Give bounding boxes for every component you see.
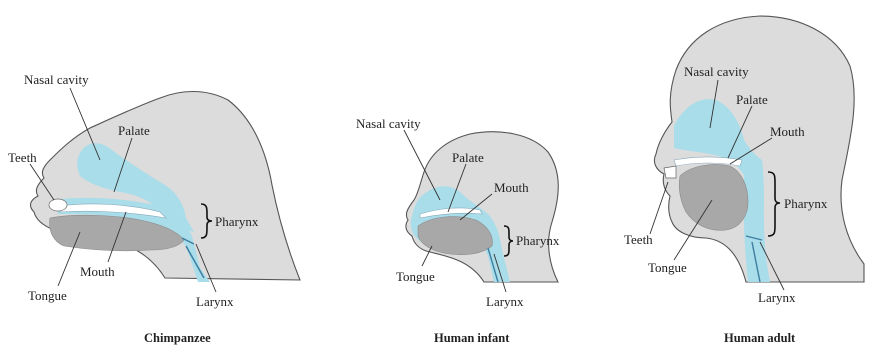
chimpanzee-label-nasal-cavity: Nasal cavity [24, 72, 89, 87]
human-adult-label-palate: Palate [736, 92, 768, 107]
chimpanzee-label-mouth: Mouth [80, 264, 115, 279]
human-adult-teeth-leader [650, 182, 668, 234]
human-infant-label-palate: Palate [452, 150, 484, 165]
chimpanzee-caption: Chimpanzee [144, 331, 211, 345]
human-adult-label-nasal-cavity: Nasal cavity [684, 64, 749, 79]
chimpanzee-teeth-icon [49, 199, 67, 211]
human-adult-label-mouth: Mouth [770, 124, 805, 139]
human-infant-label-mouth: Mouth [494, 180, 529, 195]
human-adult-caption: Human adult [724, 331, 796, 345]
human-infant-panel: Nasal cavity Palate Mouth Pharynx Tongue… [356, 116, 560, 345]
human-adult-panel: Nasal cavity Palate Mouth Pharynx Teeth … [624, 16, 864, 345]
chimpanzee-panel: Nasal cavity Palate Teeth Pharynx Mouth … [8, 72, 300, 345]
human-adult-label-larynx: Larynx [758, 290, 796, 305]
human-adult-label-pharynx: Pharynx [784, 196, 828, 211]
chimpanzee-label-teeth: Teeth [8, 150, 37, 165]
human-infant-label-tongue: Tongue [396, 269, 435, 284]
human-adult-label-teeth: Teeth [624, 232, 653, 247]
human-infant-label-nasal-cavity: Nasal cavity [356, 116, 421, 131]
chimpanzee-label-palate: Palate [118, 123, 150, 138]
human-infant-label-pharynx: Pharynx [516, 233, 560, 248]
chimpanzee-label-pharynx: Pharynx [215, 214, 259, 229]
chimpanzee-label-tongue: Tongue [28, 288, 67, 303]
human-infant-label-larynx: Larynx [486, 294, 524, 309]
human-infant-caption: Human infant [434, 331, 510, 345]
human-adult-label-tongue: Tongue [648, 260, 687, 275]
human-adult-teeth-icon [664, 166, 676, 178]
chimpanzee-label-larynx: Larynx [196, 294, 234, 309]
